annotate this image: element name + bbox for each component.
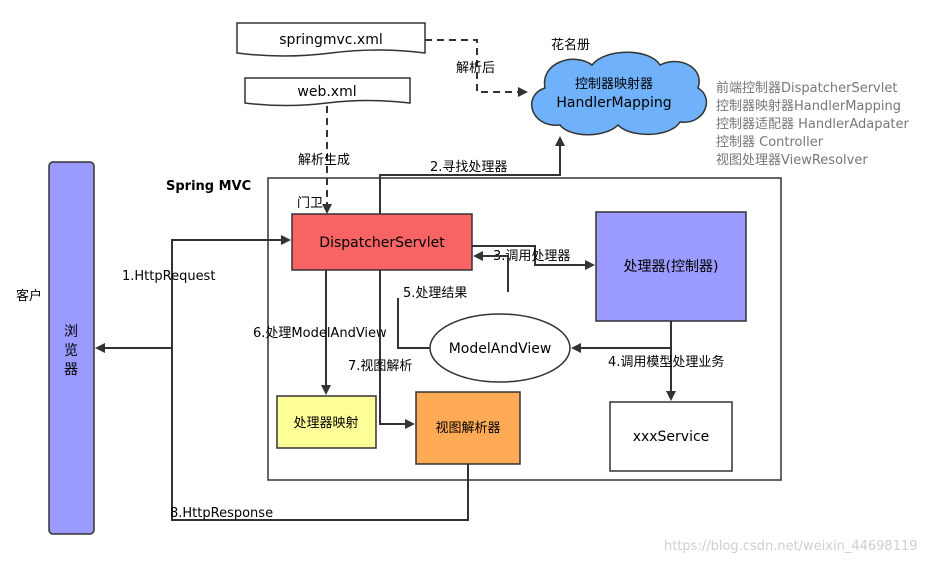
http-request-arrow: [171, 235, 291, 348]
view-resolve-arrow: [379, 270, 415, 429]
service-label: xxxService: [633, 429, 710, 445]
legend-item: 前端控制器DispatcherServlet: [716, 80, 897, 96]
invoke-handler-arrow: [472, 245, 595, 270]
handler-result-arrow: [473, 251, 509, 292]
step-8-label: 8.HttpResponse: [170, 506, 273, 521]
handler-mapping-cloud: [530, 51, 708, 136]
handler-box: [595, 211, 747, 322]
browser-char: 览: [64, 343, 78, 359]
find-handler-arrow: [379, 136, 565, 214]
spring-mvc-container: [267, 177, 782, 481]
handler-mapping-line2: HandlerMapping: [556, 95, 671, 111]
step-7-label: 7.视图解析: [348, 359, 412, 374]
step-2-label: 2.寻找处理器: [430, 160, 507, 175]
web-xml-label: web.xml: [297, 84, 356, 100]
springmvc-xml-doc: [236, 22, 426, 57]
view-resolver-label: 视图解析器: [435, 421, 500, 436]
browser-char: 浏: [64, 324, 78, 340]
watermark: https://blog.csdn.net/weixin_44698119: [664, 539, 918, 554]
legend-item: 视图处理器ViewResolver: [716, 153, 868, 168]
step-4-label: 4.调用模型处理业务: [608, 354, 724, 370]
parse-generate-label: 解析生成: [298, 153, 350, 168]
web-xml-doc: [244, 77, 411, 107]
handler-mapping-title: 花名册: [551, 37, 590, 53]
client-label: 客户: [16, 288, 42, 304]
handler-label: 处理器(控制器): [624, 259, 719, 275]
step-3-label: 3.调用处理器: [493, 249, 570, 264]
handler-to-mav-arrow: [571, 321, 672, 353]
browser-box: [48, 161, 95, 535]
dispatcher-servlet-box: [291, 213, 473, 271]
handler-mapping-line1: 控制器映射器: [575, 76, 653, 92]
legend: 前端控制器DispatcherServlet 控制器映射器HandlerMapp…: [716, 80, 910, 168]
step-6-label: 6.处理ModelAndView: [253, 326, 387, 341]
legend-item: 控制器适配器 HandlerAdapater: [716, 117, 910, 132]
legend-item: 控制器 Controller: [716, 135, 824, 150]
gatekeeper-label: 门卫: [297, 196, 323, 211]
handler-map-box: [276, 395, 377, 449]
parse-after-label: 解析后: [456, 61, 495, 76]
spring-mvc-label: Spring MVC: [166, 179, 251, 194]
dispatcher-servlet-label: DispatcherServlet: [319, 235, 445, 251]
service-box: [609, 401, 733, 472]
handler-result-line: [397, 298, 430, 349]
model-and-view-label: ModelAndView: [449, 341, 552, 357]
step-5-label: 5.处理结果: [403, 286, 467, 301]
step-1-label: 1.HttpRequest: [122, 269, 215, 284]
handler-map-label: 处理器映射: [293, 415, 358, 431]
springmvc-xml-label: springmvc.xml: [279, 32, 382, 48]
view-resolver-box: [415, 391, 521, 465]
springmvc-xml-to-mapping-arrow: [425, 39, 528, 97]
browser-char: 器: [64, 362, 78, 378]
http-response-line: [171, 348, 469, 521]
legend-item: 控制器映射器HandlerMapping: [716, 98, 901, 114]
